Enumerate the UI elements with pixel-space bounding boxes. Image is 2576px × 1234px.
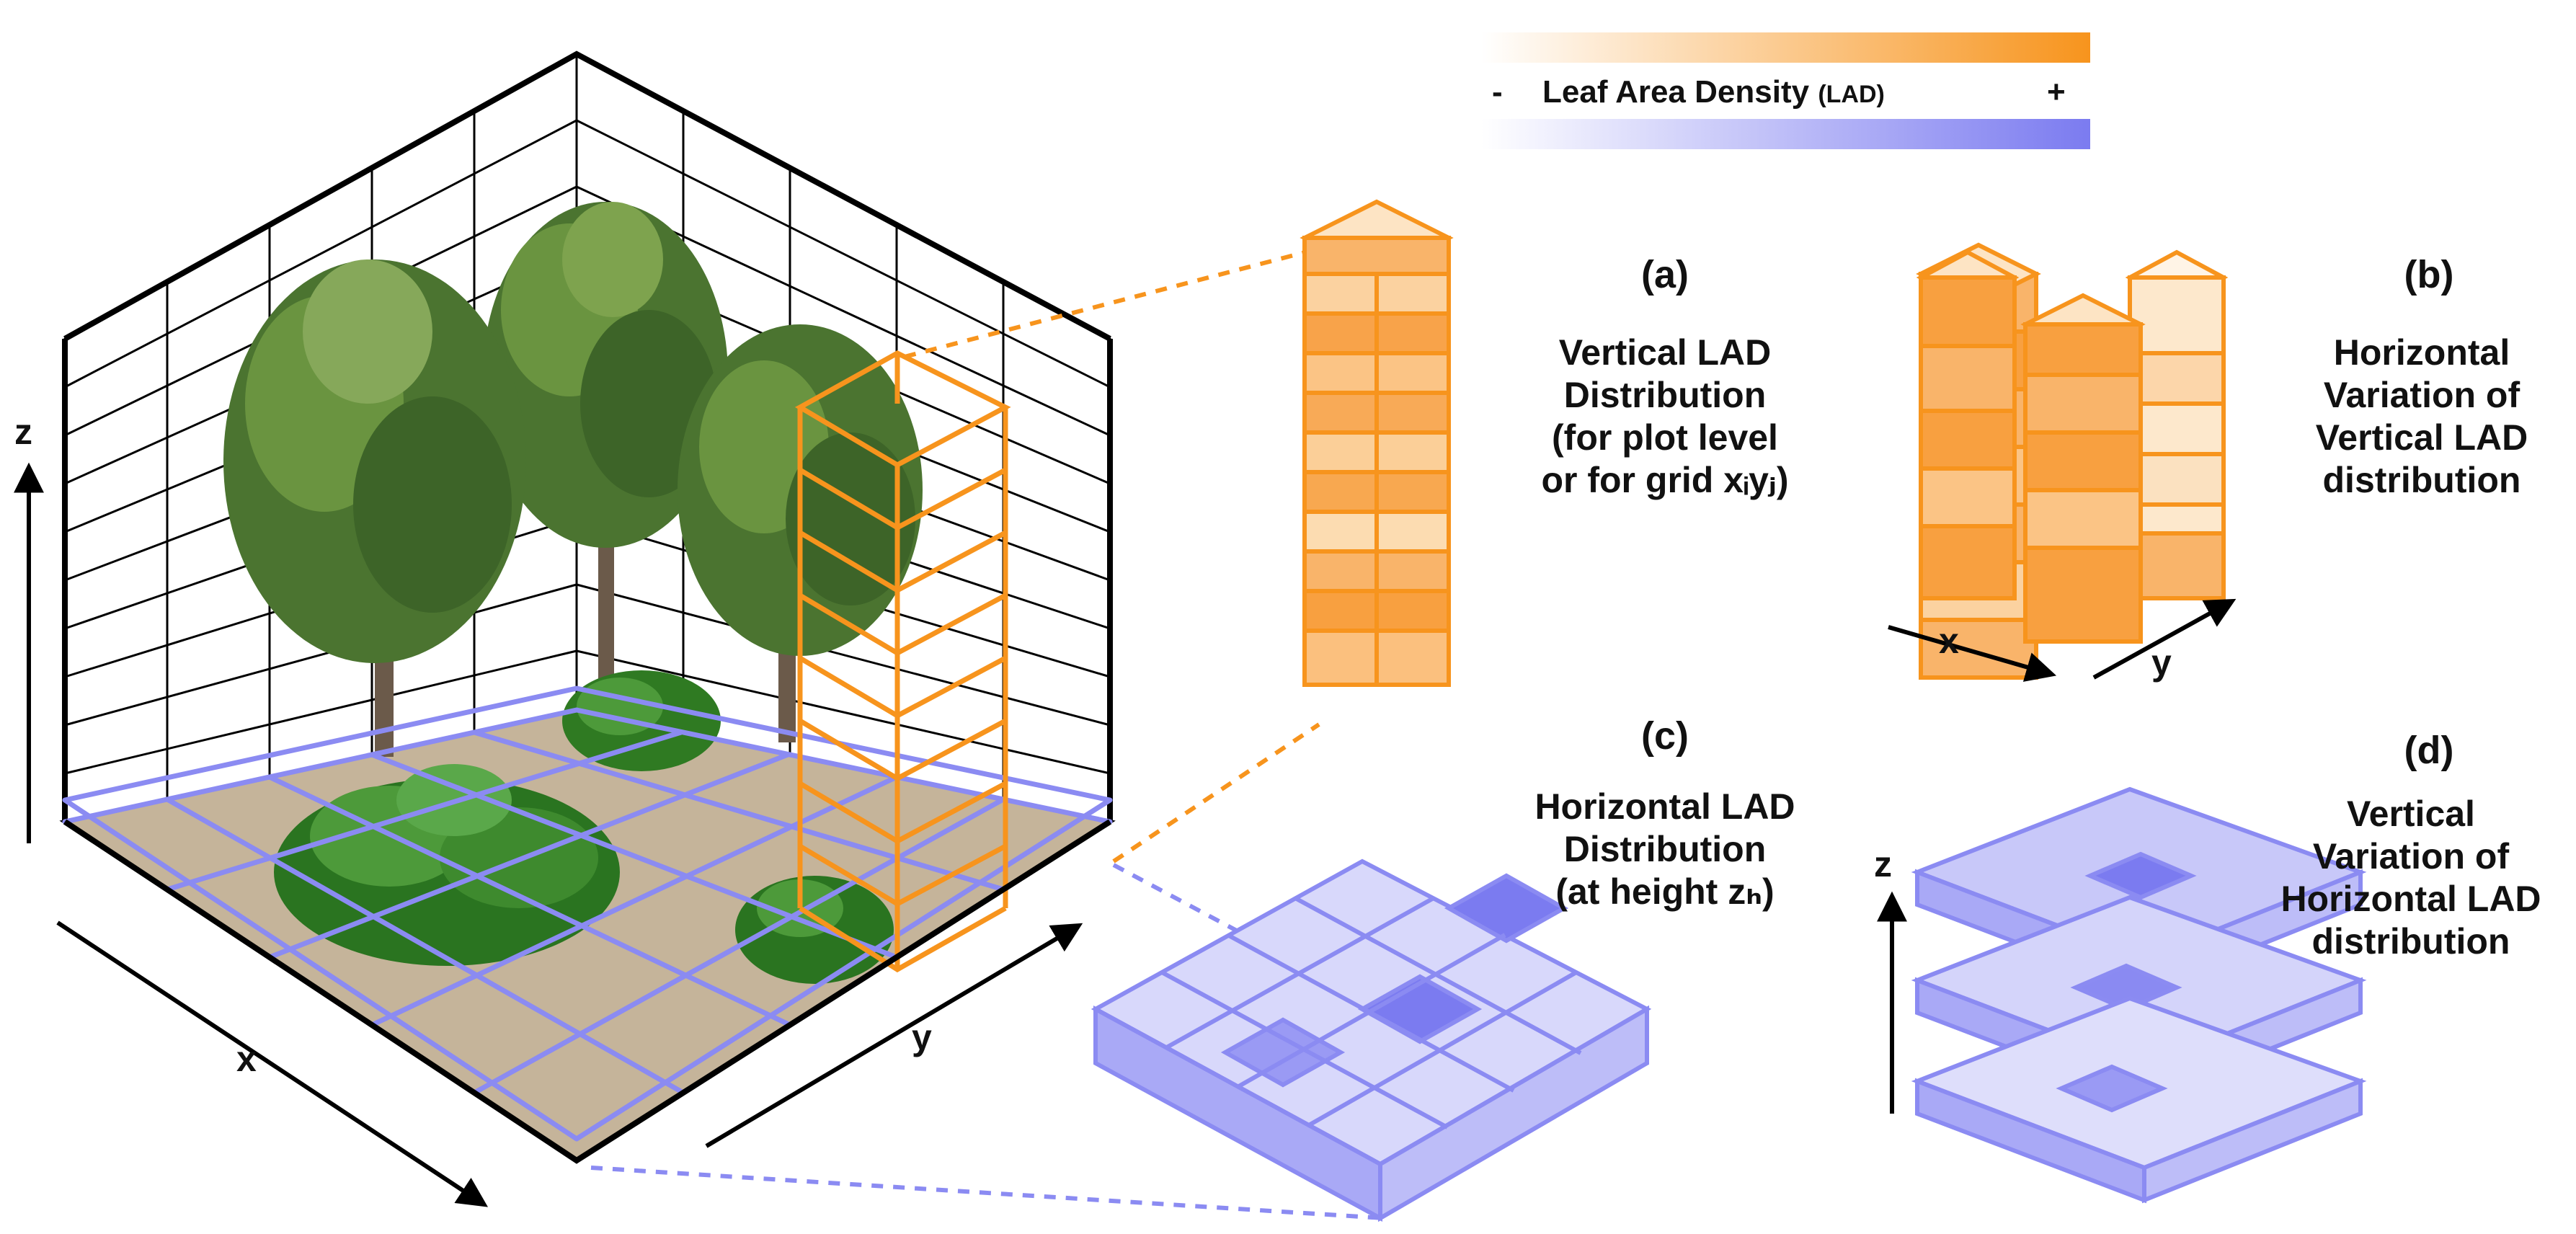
main-z-label: z: [14, 412, 32, 452]
connector-blue-bottom: [590, 1166, 1385, 1220]
main-y-arrow: [705, 923, 1083, 1148]
legend-plus: +: [2047, 74, 2066, 110]
panel-a-letter: (a): [1641, 253, 1689, 296]
main-x-label: x: [236, 1039, 257, 1079]
main-x-arrow: [56, 920, 489, 1207]
legend-blue-bar: [1481, 119, 2090, 149]
panel-d-letter: (d): [2404, 729, 2454, 772]
slab-d-bottom: [1911, 995, 2367, 1204]
column-b2: [2125, 249, 2229, 600]
panel-b-description: Horizontal Variation of Vertical LAD dis…: [2315, 332, 2528, 500]
b-y-label: y: [2151, 642, 2172, 683]
panel-c-slab: [1091, 858, 1652, 1222]
box-bottom-front-edge: [63, 819, 1112, 1164]
bush-center: [562, 670, 721, 771]
panel-d-description: Vertical Variation of Horizontal LAD dis…: [2280, 794, 2541, 962]
tree-back-center: [483, 202, 728, 685]
column-b4: [1916, 249, 2020, 600]
tree-left: [223, 259, 526, 757]
panel-a-column: [1300, 199, 1454, 687]
panel-b-letter: (b): [2404, 253, 2454, 296]
legend-orange-bar: [1481, 32, 2090, 63]
legend-abbr: (LAD): [1818, 81, 1885, 108]
column-b5: [2020, 293, 2146, 644]
b-x-arrow: [1888, 625, 2057, 682]
connector-orange-top: [904, 247, 1320, 359]
panel-a-description: Vertical LAD Distribution (for plot leve…: [1541, 332, 1789, 500]
panel-b-columns: [1916, 242, 2229, 680]
main-y-label: y: [912, 1017, 932, 1057]
panel-c-description: Horizontal LAD Distribution (at height z…: [1535, 786, 1795, 912]
b-x-label: x: [1939, 621, 1959, 661]
panel-d-slabs: [1911, 786, 2367, 1204]
orange-column-in-plot: [794, 350, 1011, 973]
panel-c-letter: (c): [1641, 714, 1689, 758]
d-z-label: z: [1874, 844, 1892, 884]
legend-minus: -: [1492, 74, 1503, 110]
bush-front-right: [735, 876, 894, 984]
box-top-edge: [63, 50, 1111, 342]
legend-title-text: Leaf Area Density: [1542, 74, 1810, 110]
b-y-arrow: [2092, 598, 2237, 680]
trees: [223, 202, 923, 984]
connector-orange-bottom: [1112, 722, 1320, 864]
legend-title: Leaf Area Density (LAD): [1542, 74, 1885, 110]
